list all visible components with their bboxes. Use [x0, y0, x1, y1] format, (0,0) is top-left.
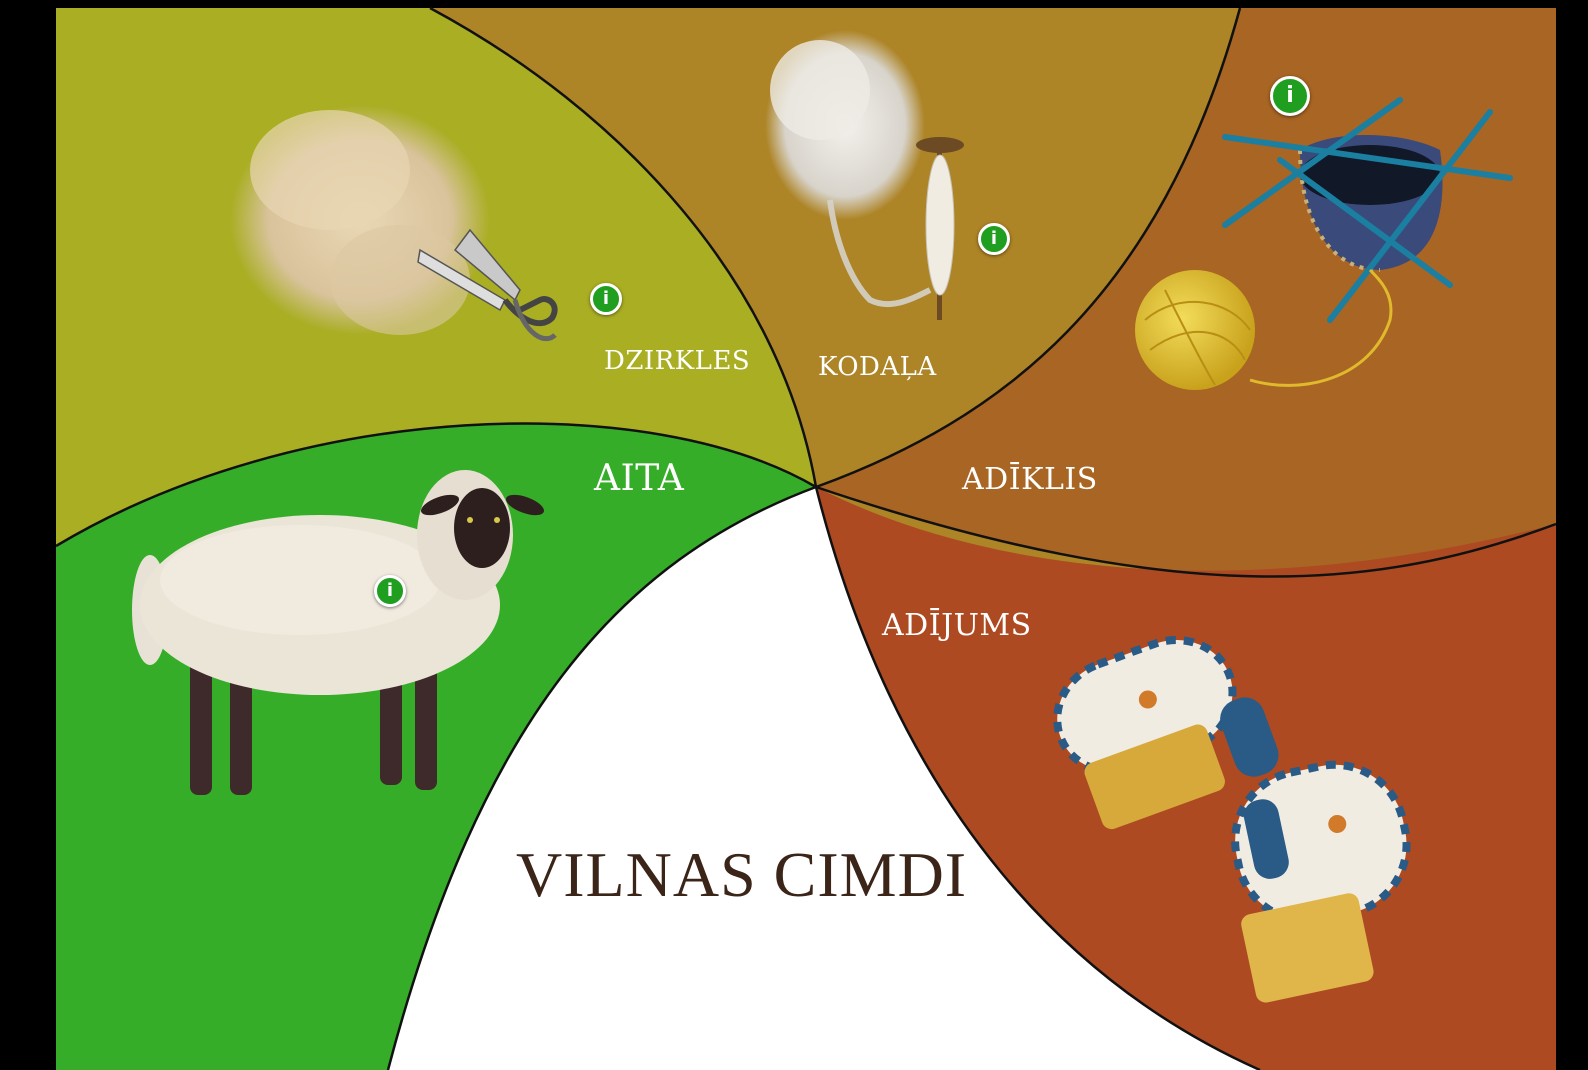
wool-tuft-icon[interactable]	[230, 105, 490, 335]
label-aita[interactable]: AITA	[594, 458, 685, 499]
section-boundaries	[55, 6, 1557, 1070]
knitting-needles-icon[interactable]	[1222, 97, 1513, 323]
center-field	[388, 487, 1260, 1070]
label-adiklis[interactable]: ADĪKLIS	[962, 462, 1098, 497]
label-kodala[interactable]: KODAĻA	[818, 352, 937, 382]
info-icon-adiklis[interactable]: i	[1270, 76, 1310, 116]
mittens-icon[interactable]	[1041, 617, 1434, 1005]
info-icon-aita[interactable]: i	[374, 575, 406, 607]
drop-spindle-icon[interactable]	[916, 137, 964, 320]
info-icon-kodala[interactable]: i	[978, 223, 1010, 255]
wool-cloud-icon[interactable]	[765, 30, 932, 308]
label-dzirkles[interactable]: DZIRKLES	[604, 346, 751, 376]
shears-icon[interactable]	[417, 228, 558, 342]
sheep-icon[interactable]	[132, 470, 547, 795]
left-border	[0, 0, 56, 1070]
page-title: VILNAS CIMDI	[516, 839, 968, 910]
right-border	[1556, 0, 1588, 1070]
info-icon-dzirkles[interactable]: i	[590, 283, 622, 315]
yarn-ball-icon[interactable]	[1135, 268, 1393, 390]
label-adijums[interactable]: ADĪJUMS	[882, 608, 1032, 643]
